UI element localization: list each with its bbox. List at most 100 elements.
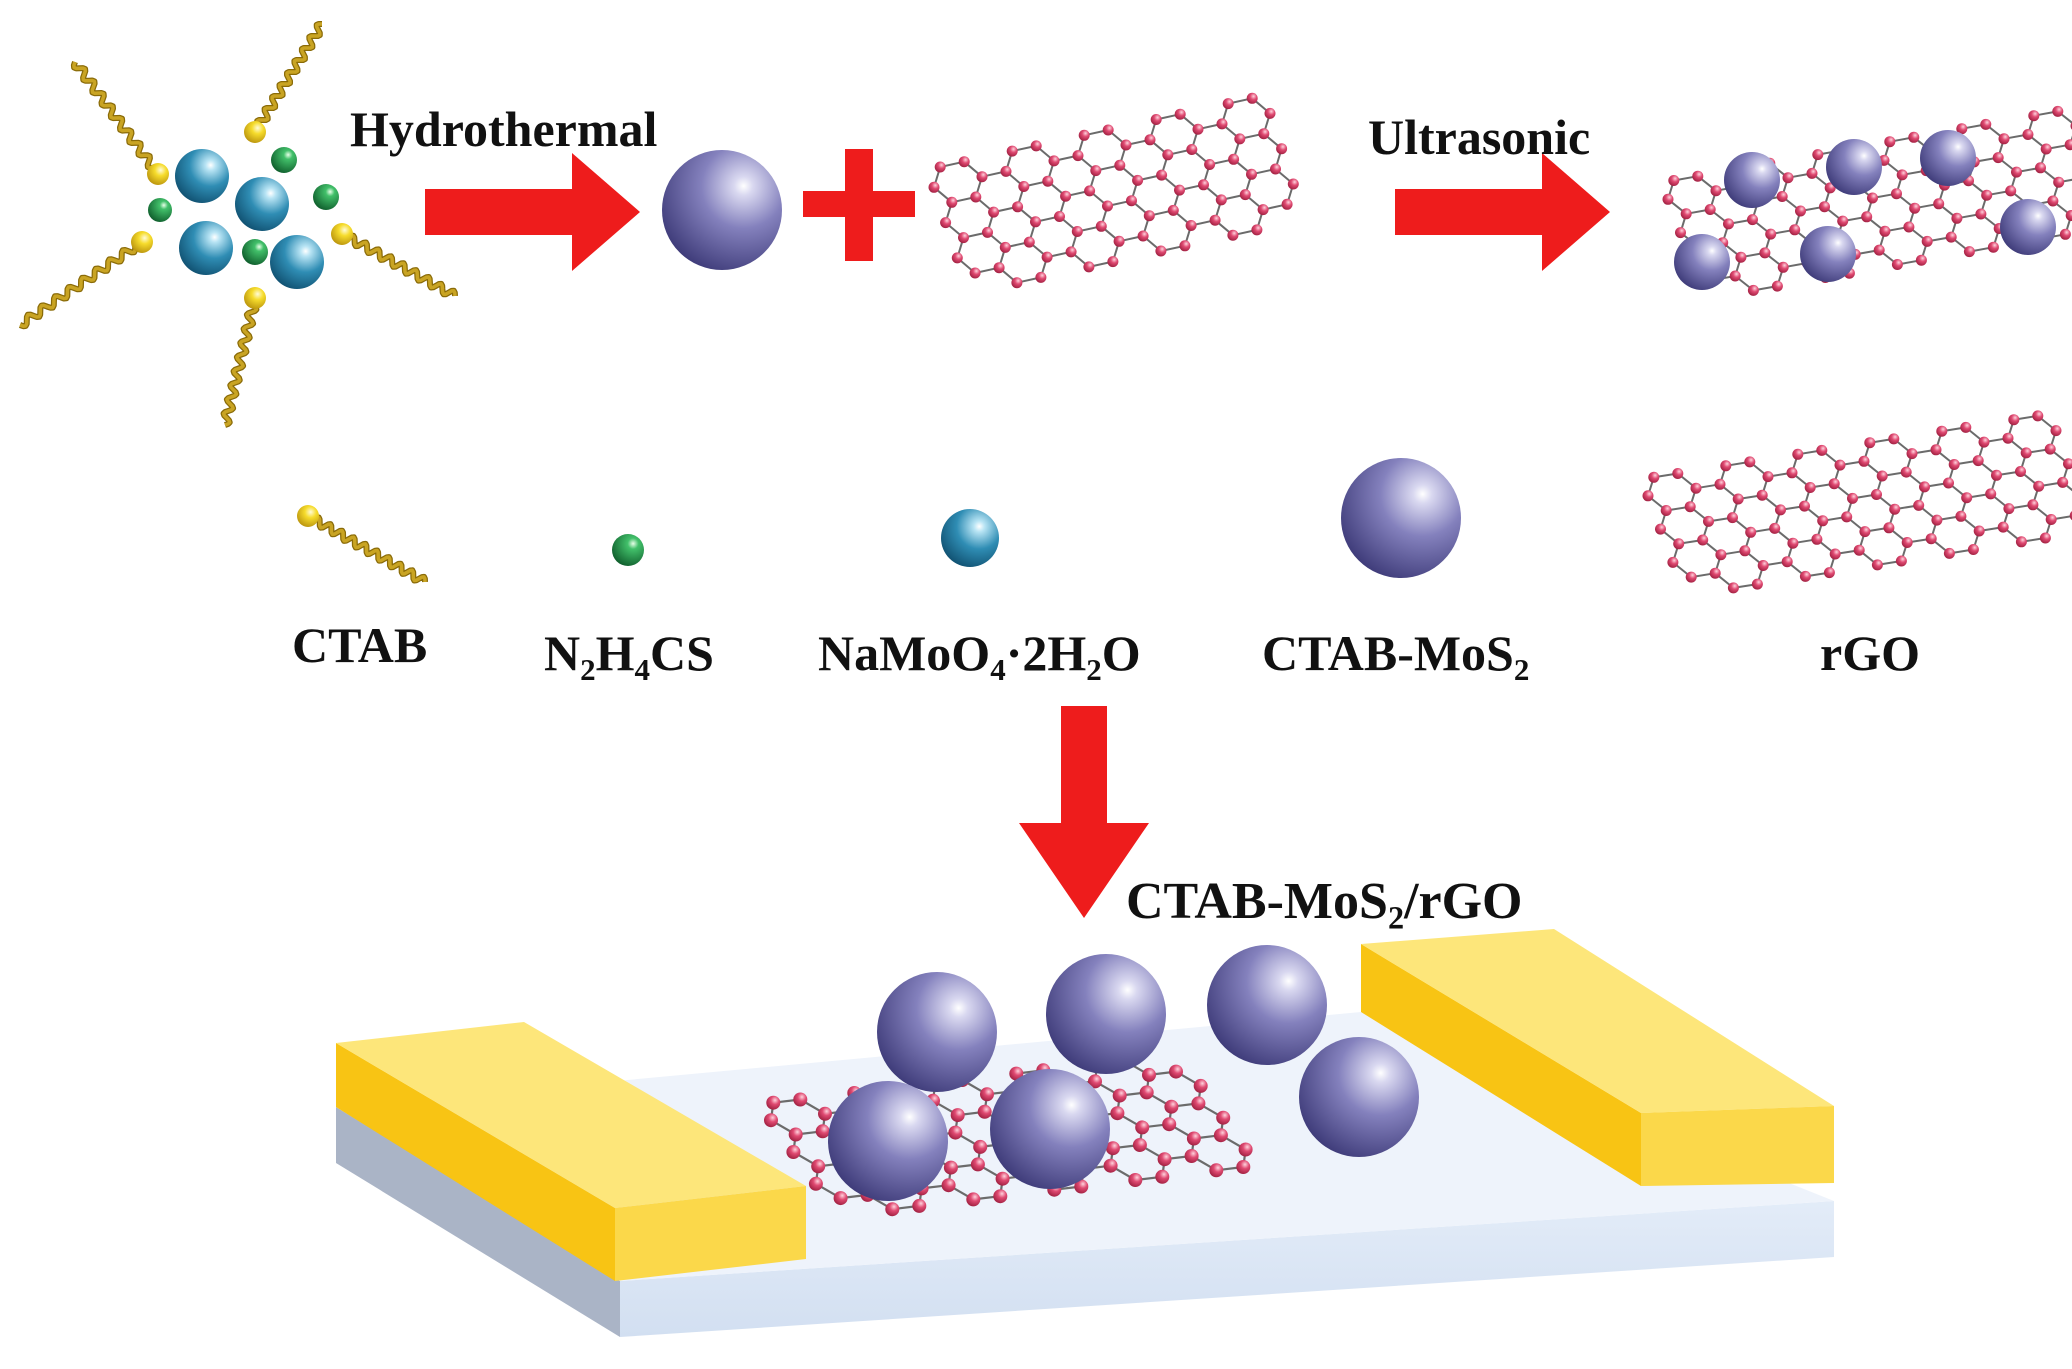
device-graphene-node bbox=[912, 1199, 926, 1213]
legend-ctab-head bbox=[297, 505, 319, 527]
legend-rgo-node bbox=[1991, 470, 2002, 481]
composite-sheet-node bbox=[1837, 216, 1848, 227]
rgo-sheet-node bbox=[1198, 179, 1209, 190]
device-graphene-node bbox=[1162, 1117, 1176, 1131]
micelle-s-3 bbox=[313, 184, 339, 210]
composite-sheet-node bbox=[1772, 281, 1783, 292]
device-graphene-node bbox=[793, 1093, 807, 1107]
device-graphene-node bbox=[1128, 1173, 1142, 1187]
rgo-sheet-node bbox=[1168, 205, 1179, 216]
device-graphene-node bbox=[816, 1124, 830, 1138]
legend-rgo-node bbox=[1901, 467, 1912, 478]
composite-sheet-node bbox=[1681, 208, 1692, 219]
micelle bbox=[20, 24, 455, 425]
legend-rgo-node bbox=[1800, 571, 1811, 582]
rgo-sheet-node bbox=[1258, 128, 1269, 139]
device-graphene-node bbox=[973, 1140, 987, 1154]
composite-sheet-node bbox=[1778, 262, 1789, 273]
legend-rgo-node bbox=[2045, 444, 2056, 455]
composite-sheet-node bbox=[1807, 168, 1818, 179]
legend-rgo-node bbox=[2033, 481, 2044, 492]
legend-rgo-node bbox=[1949, 459, 1960, 470]
composite-sheet-node bbox=[2047, 196, 2058, 207]
legend-rgo-node bbox=[1685, 501, 1696, 512]
rgo-sheet-node bbox=[1186, 144, 1197, 155]
composite-sheet-node bbox=[1908, 132, 1919, 143]
composite-sheet-node bbox=[1711, 185, 1722, 196]
composite-sheet-node bbox=[2053, 177, 2064, 188]
rgo-sheet-node bbox=[1162, 149, 1173, 160]
device-graphene-node bbox=[1164, 1100, 1178, 1114]
micelle-s-2 bbox=[271, 147, 297, 173]
plus-bar-v bbox=[845, 149, 873, 261]
legend-rgo-node bbox=[1816, 445, 1827, 456]
composite-sheet-node bbox=[1999, 133, 2010, 144]
device-graphene-node bbox=[1214, 1128, 1228, 1142]
composite-sheet-node bbox=[1663, 194, 1674, 205]
composite-sheet-node bbox=[2011, 167, 2022, 178]
composite-sheet-node bbox=[1730, 271, 1741, 282]
legend-rgo-node bbox=[1697, 535, 1708, 546]
ctab-mos2-sphere bbox=[662, 150, 782, 270]
rgo-sheet-node bbox=[1156, 170, 1167, 181]
composite-sphere-6 bbox=[2000, 199, 2056, 255]
legend-rgo-node bbox=[1763, 471, 1774, 482]
legend-rgo-node bbox=[2016, 536, 2027, 547]
legend-rgo-node bbox=[1877, 471, 1888, 482]
composite-sheet-node bbox=[2005, 185, 2016, 196]
legend-thiourea bbox=[612, 534, 644, 566]
legend-rgo-node bbox=[2051, 425, 2062, 436]
composite-sphere-4 bbox=[1674, 234, 1730, 290]
composite-sheet-node bbox=[1795, 206, 1806, 217]
rgo-sheet-node bbox=[1145, 134, 1156, 145]
legend-rgo-node bbox=[1943, 478, 1954, 489]
rgo-sheet-node bbox=[1090, 165, 1101, 176]
device-sphere-3 bbox=[1207, 945, 1327, 1065]
device-graphene-node bbox=[1187, 1132, 1201, 1146]
device-graphene-node bbox=[1133, 1138, 1147, 1152]
rgo-sheet-node bbox=[1107, 256, 1118, 267]
device-graphene-node bbox=[980, 1087, 994, 1101]
legend-rgo-node bbox=[1936, 426, 1947, 437]
legend-rgo-node bbox=[1686, 572, 1697, 583]
legend-rgo-node bbox=[1854, 545, 1865, 556]
rgo-sheet-node bbox=[1282, 199, 1293, 210]
legend-rgo-node bbox=[2003, 433, 2014, 444]
device-graphene-node bbox=[764, 1113, 778, 1127]
device-graphene-node bbox=[885, 1202, 899, 1216]
rgo-sheet-node bbox=[1276, 143, 1287, 154]
composite-sheet-node bbox=[1735, 252, 1746, 263]
electrode-right-front bbox=[1641, 1106, 1834, 1186]
legend-rgo-node bbox=[1931, 515, 1942, 526]
rgo-sheet-node bbox=[1084, 185, 1095, 196]
legend-rgo-node bbox=[1907, 448, 1918, 459]
rgo-sheet-node bbox=[1030, 216, 1041, 227]
legend-rgo-node bbox=[1883, 522, 1894, 533]
legend-rgo-node bbox=[1919, 481, 1930, 492]
composite-sheet-node bbox=[1993, 152, 2004, 163]
legend-rgo-node bbox=[1841, 511, 1852, 522]
rgo-sheet-node bbox=[1072, 226, 1083, 237]
legend-rgo-node bbox=[1817, 515, 1828, 526]
legend-rgo-node bbox=[1896, 556, 1907, 567]
device-graphene-node bbox=[966, 1192, 980, 1206]
composite-sheet-node bbox=[2028, 110, 2039, 121]
rgo-sheet-node bbox=[1114, 236, 1125, 247]
rgo-sheet-node bbox=[1155, 246, 1166, 257]
legend-rgo-node bbox=[1648, 472, 1659, 483]
composite bbox=[1663, 106, 2072, 296]
composite-sheet-node bbox=[1747, 214, 1758, 225]
legend-rgo-node bbox=[1661, 505, 1672, 516]
device-sphere-4 bbox=[828, 1081, 948, 1201]
legend-rgo-node bbox=[1913, 500, 1924, 511]
ultrasonic-label: Ultrasonic bbox=[1368, 112, 1590, 162]
rgo-sheet-node bbox=[970, 192, 981, 203]
legend-row bbox=[297, 410, 2072, 593]
composite-sheet-node bbox=[2035, 162, 2046, 173]
device-graphene-node bbox=[944, 1161, 958, 1175]
thiourea-part-1: N bbox=[544, 625, 580, 681]
rgo-sheet-node bbox=[1012, 201, 1023, 212]
micelle-mo-3 bbox=[179, 221, 233, 275]
legend-rgo-node bbox=[1859, 456, 1870, 467]
